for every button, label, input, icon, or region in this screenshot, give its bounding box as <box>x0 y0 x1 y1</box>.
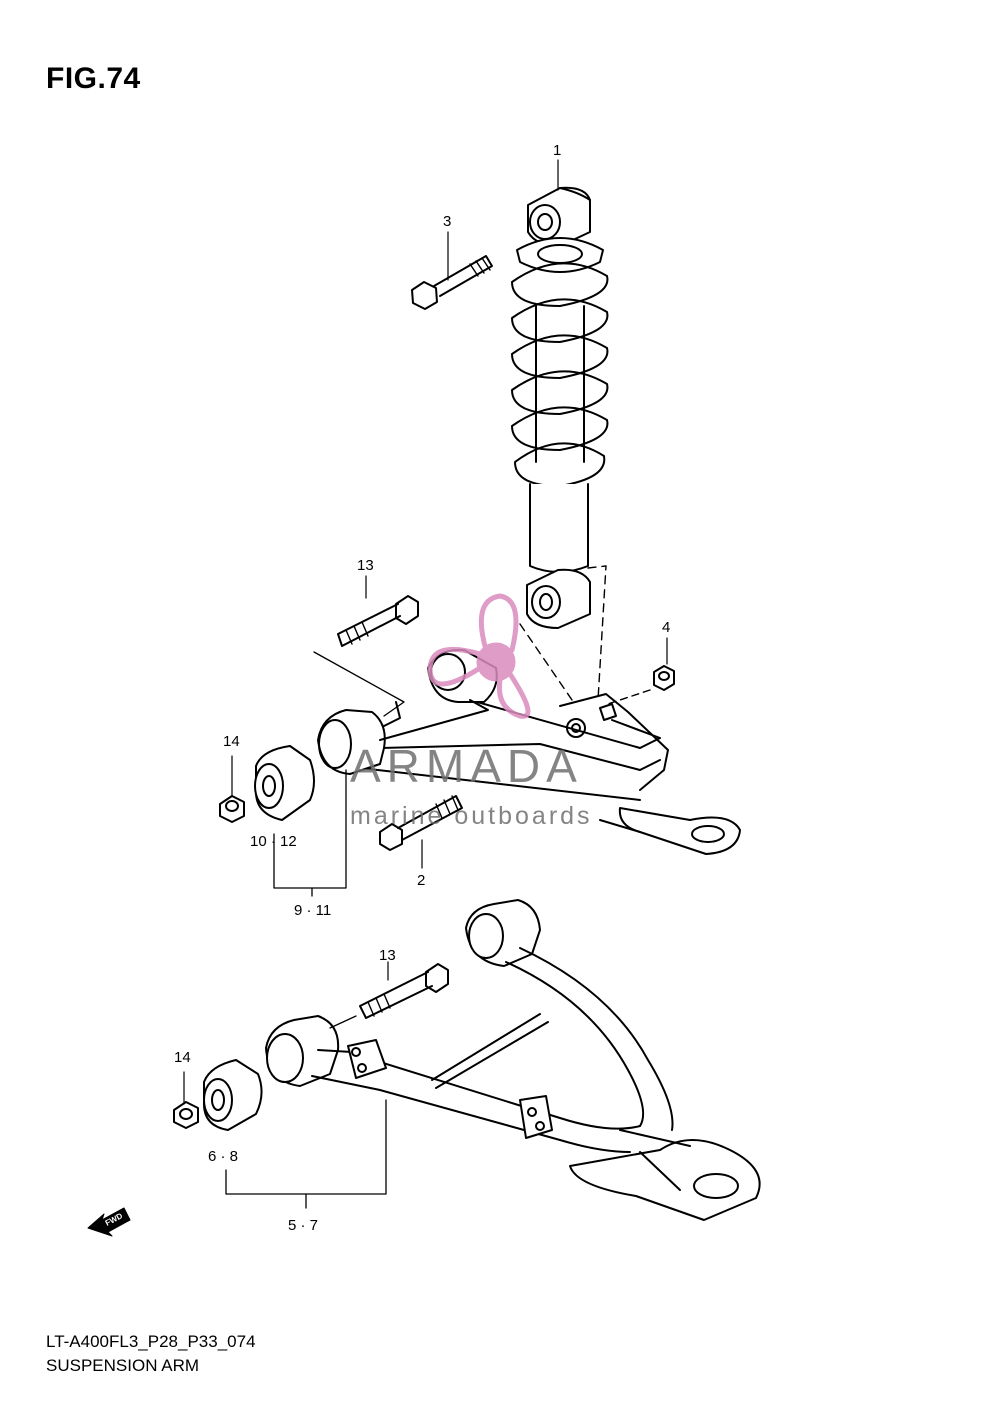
callout-10-12: 10 · 12 <box>250 833 297 850</box>
callout-5-7: 5 · 7 <box>288 1217 318 1234</box>
callout-14-lower: 14 <box>174 1049 191 1066</box>
callout-13-lower: 13 <box>379 947 396 964</box>
nut-4[interactable] <box>653 665 675 691</box>
armada-watermark: ARMADA marine outboards <box>350 593 593 830</box>
bolt-2[interactable] <box>379 795 463 851</box>
bolt-3[interactable] <box>411 255 493 310</box>
watermark-tagline: marine outboards <box>350 802 593 830</box>
bushing-6-8[interactable] <box>203 1059 263 1131</box>
bolt-13-upper[interactable] <box>337 595 419 647</box>
callout-3: 3 <box>443 213 451 230</box>
callout-2: 2 <box>417 872 425 889</box>
bushing-10-12[interactable] <box>254 745 315 821</box>
callout-1: 1 <box>553 142 561 159</box>
figure-title: FIG.74 <box>46 62 141 95</box>
nut-14-lower[interactable] <box>173 1101 199 1129</box>
callout-6-8: 6 · 8 <box>208 1148 238 1165</box>
bolt-13-lower[interactable] <box>359 963 449 1019</box>
nut-14-upper[interactable] <box>219 795 245 823</box>
watermark-brand: ARMADA <box>350 740 583 792</box>
shock-absorber[interactable] <box>511 186 609 629</box>
diagram-name: SUSPENSION ARM <box>46 1356 200 1375</box>
fwd-arrow-icon: FWD <box>87 1207 131 1237</box>
callout-4: 4 <box>662 619 670 636</box>
callout-13-upper: 13 <box>357 557 374 574</box>
callout-14-upper: 14 <box>223 733 240 750</box>
callout-9-11: 9 · 11 <box>294 902 331 919</box>
propeller-logo-icon <box>427 593 531 719</box>
lower-suspension-arm[interactable] <box>265 899 761 1221</box>
diagram-code: LT-A400FL3_P28_P33_074 <box>46 1332 256 1351</box>
